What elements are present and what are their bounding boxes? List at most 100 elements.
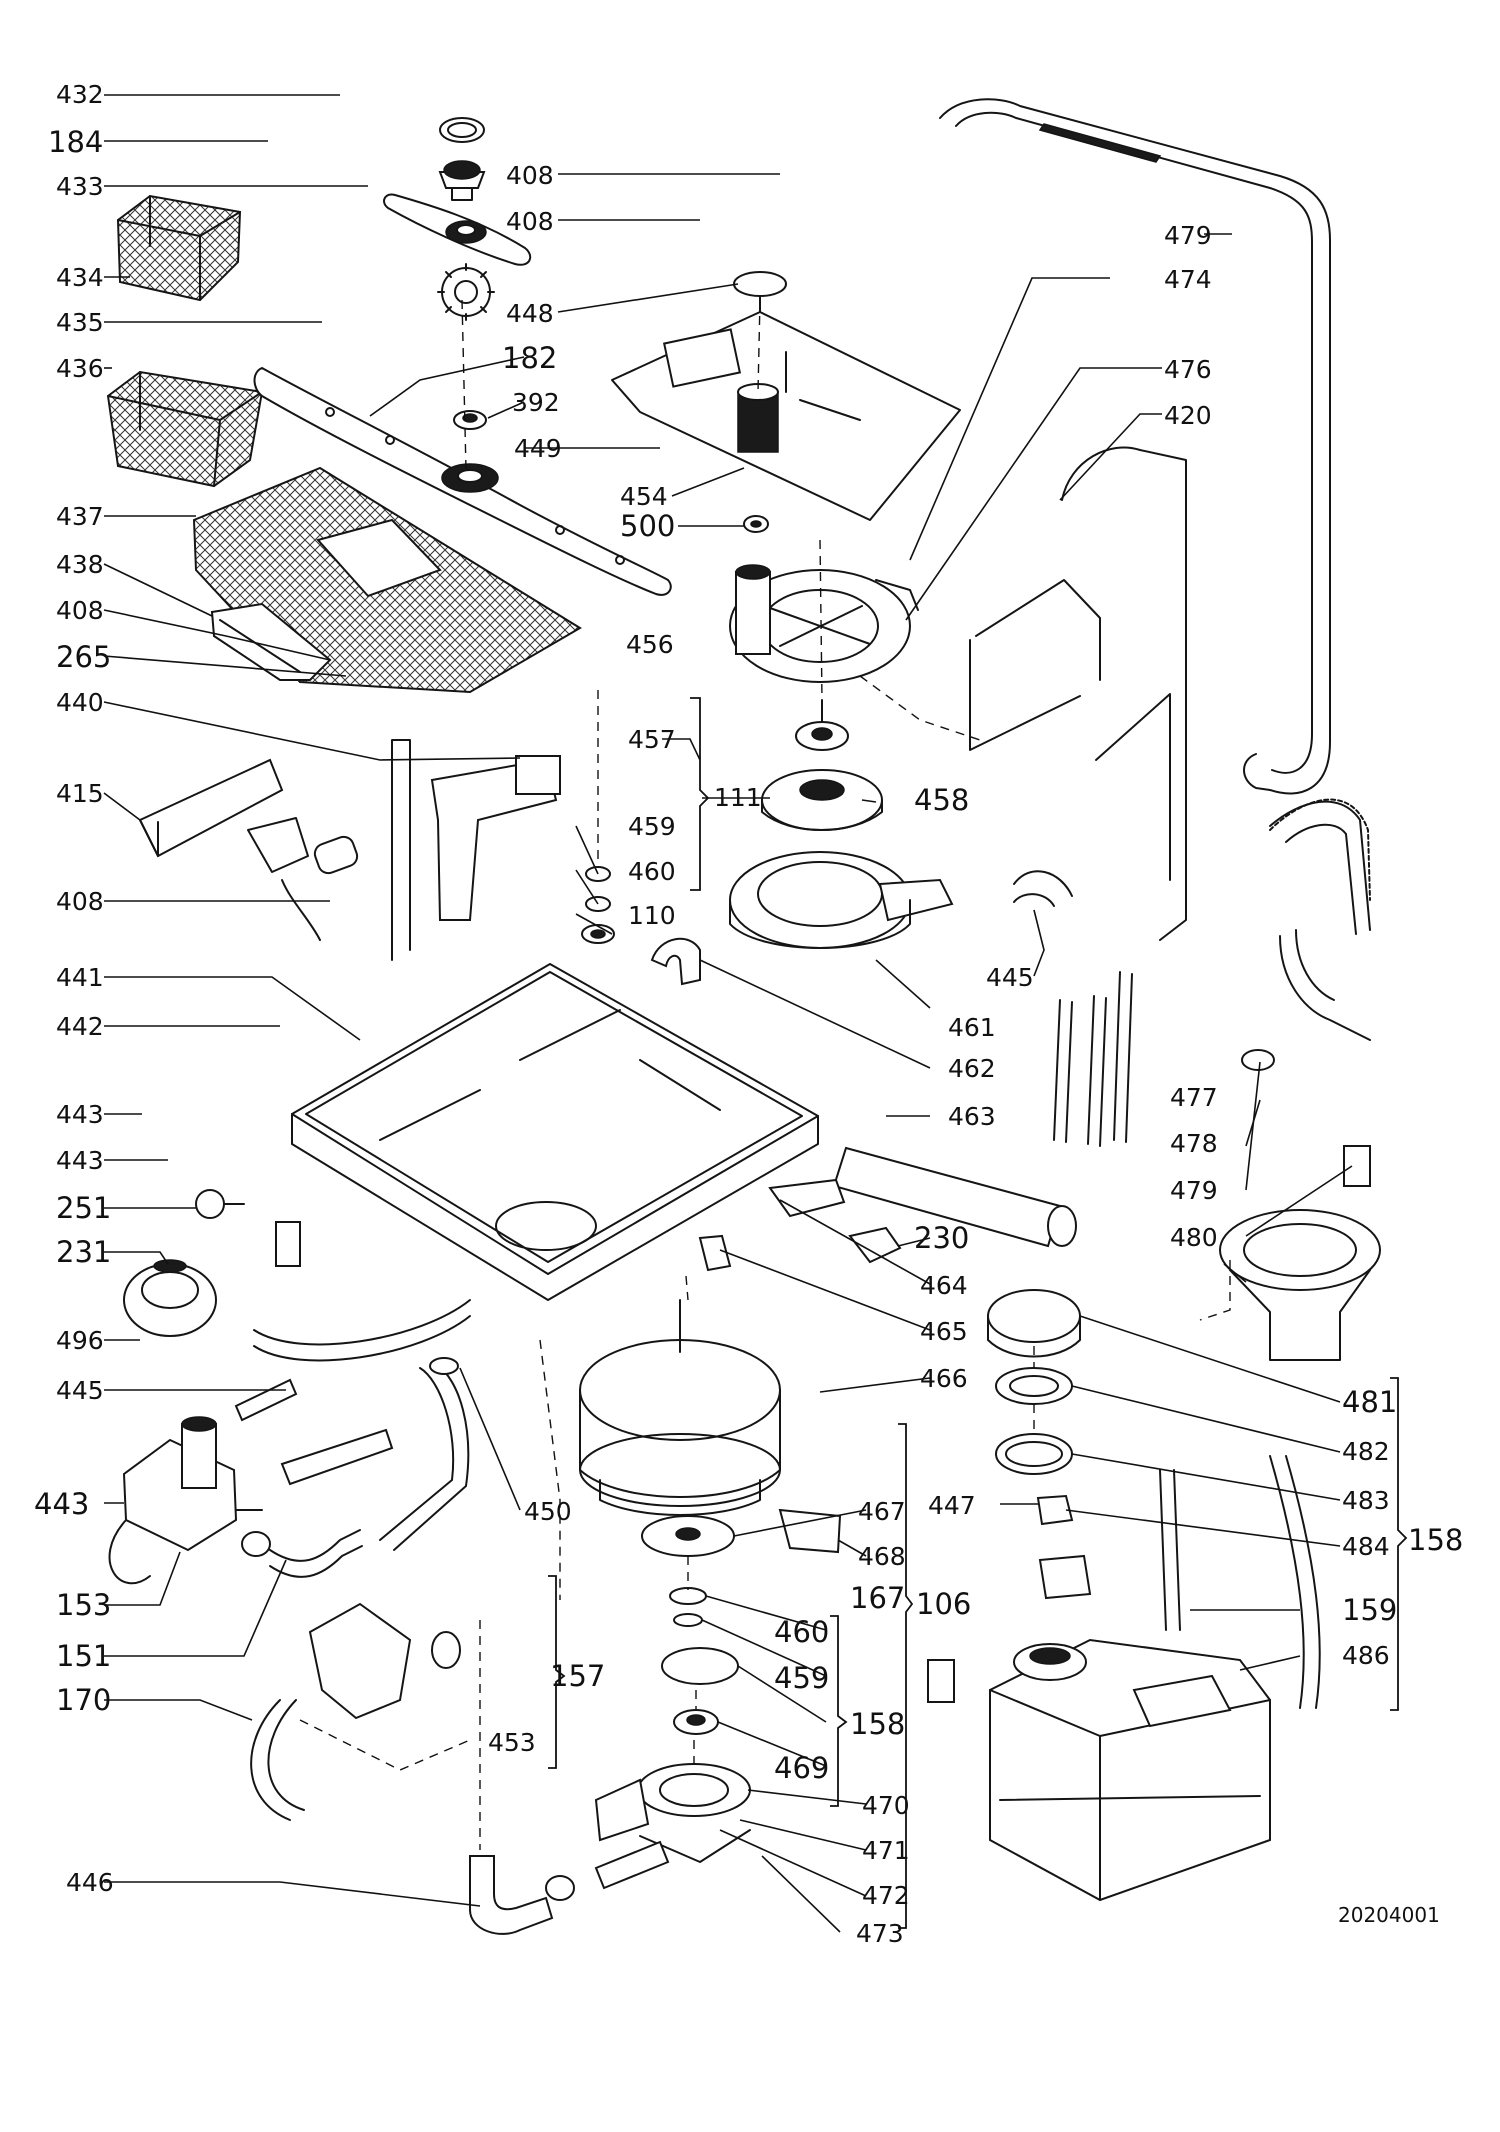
part-433-upper-spray-arm [383,193,532,266]
callout-471: 471 [862,1836,910,1865]
part-438-bracket [210,602,332,681]
callout-170: 170 [56,1683,111,1717]
callout-482: 482 [1342,1437,1390,1466]
part-231-pressure-switch [123,1259,217,1337]
callout-408-left-a: 408 [56,596,104,625]
callout-167: 167 [850,1581,905,1615]
callout-408-top-b: 408 [506,207,554,236]
part-440-heater-assembly [391,739,561,961]
callout-460-bottom: 460 [774,1615,829,1649]
callout-434: 434 [56,263,104,292]
callout-458: 458 [914,783,969,817]
callout-265: 265 [56,640,111,674]
part-251-sensor [195,1189,245,1219]
callout-465: 465 [920,1317,968,1346]
callout-478: 478 [1170,1129,1218,1158]
callout-184: 184 [48,125,103,159]
callout-447: 447 [928,1491,976,1520]
callout-436: 436 [56,354,104,383]
callout-111: 111 [714,783,762,812]
part-443-connector [253,1221,471,1362]
callout-479-bottom: 479 [1170,1176,1218,1205]
part-415-bar [138,758,284,858]
callout-459-bottom: 459 [774,1661,829,1695]
part-111-impeller [761,769,883,831]
part-motor [579,1299,842,1554]
callout-408-left-b: 408 [56,887,104,916]
part-461-pump-body [729,851,954,949]
part-500-nut [743,515,769,533]
part-445-hoses-right [1053,971,1133,1147]
callout-450: 450 [524,1497,572,1526]
callout-454: 454 [620,482,668,511]
callout-445-right: 445 [986,963,1034,992]
callout-500: 500 [620,509,675,543]
callout-432: 432 [56,80,104,109]
callout-468: 468 [858,1542,906,1571]
part-449-heater-plate [611,311,961,521]
part-151-hose [269,1529,363,1578]
callout-467: 467 [858,1497,906,1526]
part-454-motor-winding [737,351,787,453]
callout-440: 440 [56,688,104,717]
callout-466: 466 [920,1364,968,1393]
part-184-nut [438,160,486,201]
callout-448: 448 [506,299,554,328]
part-pump-housing-upper [729,564,919,683]
part-valve-small-hoses [247,817,359,941]
part-463-hose [832,1146,1077,1248]
callout-446: 446 [66,1868,114,1897]
callout-457: 457 [628,725,676,754]
callout-476: 476 [1164,355,1212,384]
callout-435: 435 [56,308,104,337]
leader-lines [103,94,1353,1933]
part-392-nut [453,410,487,430]
part-170-drain-hose [250,1699,305,1821]
callout-392: 392 [512,388,560,417]
part-450-hose [280,1357,470,1551]
callout-477: 477 [1170,1083,1218,1112]
callout-445-left: 445 [56,1376,104,1405]
part-436-small-basket [106,370,264,488]
part-tank [927,1638,1271,1902]
part-480-funnel [1219,1209,1381,1361]
part-434-cutlery-basket [116,194,242,302]
part-462-hose [650,937,701,986]
callout-153: 153 [56,1588,111,1622]
parts-illustrations [106,98,1381,1935]
part-230-thermostat [848,1226,902,1264]
callout-483: 483 [1342,1486,1390,1515]
callout-230: 230 [914,1221,969,1255]
callout-453: 453 [488,1728,536,1757]
callout-462: 462 [948,1054,996,1083]
callout-459-top: 459 [628,812,676,841]
callout-461: 461 [948,1013,996,1042]
part-157-drain-pump [308,1602,461,1720]
callout-464: 464 [920,1271,968,1300]
callout-496: 496 [56,1326,104,1355]
part-sump-stack [661,1587,739,1735]
part-476-hose [1013,870,1073,907]
part-159-hose [1159,1455,1321,1709]
callout-473: 473 [856,1919,904,1948]
callout-481: 481 [1342,1385,1397,1419]
callout-442: 442 [56,1012,104,1041]
part-445-hose [234,1378,298,1422]
callout-479-top: 479 [1164,221,1212,250]
part-479-door-seal [939,98,1331,795]
callout-182: 182 [502,341,557,375]
callout-231: 231 [56,1235,111,1269]
part-182-lower-spray-arm [253,366,672,596]
assembly-axes [299,299,1231,1850]
part-441-base-frame [291,963,819,1301]
part-432-ring [439,117,485,143]
callout-106: 106 [916,1587,971,1621]
callout-408-top-a: 408 [506,161,554,190]
callout-480: 480 [1170,1223,1218,1252]
callout-158-right: 158 [1408,1523,1463,1557]
callout-158-center: 158 [850,1707,905,1741]
callout-420: 420 [1164,401,1212,430]
callout-474: 474 [1164,265,1212,294]
